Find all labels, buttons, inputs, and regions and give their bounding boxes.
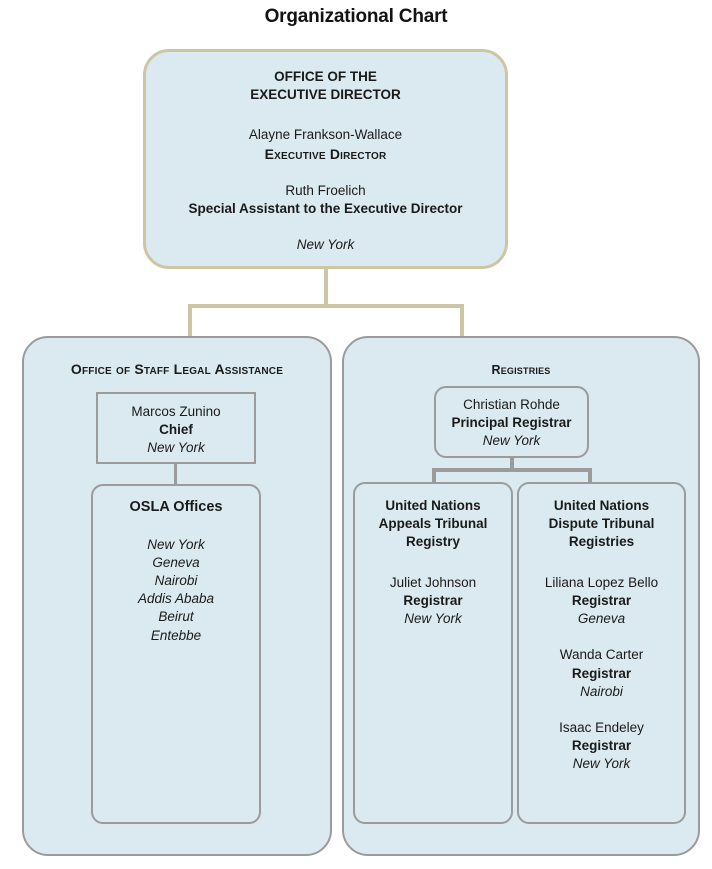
connector-osla-chief-to-offices	[174, 464, 177, 484]
registries-heading: Registries	[491, 363, 551, 377]
node-office-of-executive-director[interactable]: OFFICE OF THE EXECUTIVE DIRECTOR Alayne …	[143, 49, 508, 269]
osla-office-item: Nairobi	[154, 573, 198, 588]
unat-title-line1: United Nations	[385, 498, 481, 513]
unat-title-line2: Appeals Tribunal	[378, 516, 488, 532]
undt-person-role: Registrar	[571, 592, 632, 608]
root-location: New York	[296, 236, 355, 252]
root-person-0: Alayne Frankson-Wallace Executive Direct…	[154, 126, 497, 163]
undt-person: Liliana Lopez Bello Registrar Geneva	[519, 574, 684, 629]
osla-office-item: Entebbe	[150, 627, 202, 643]
unat-person-location: New York	[404, 611, 462, 627]
unat-title-line3: Registry	[405, 534, 461, 550]
root-heading-line2: EXECUTIVE DIRECTOR	[250, 87, 401, 103]
node-osla-chief[interactable]: Marcos Zunino Chief New York	[96, 392, 256, 464]
root-person-1: Ruth Froelich Special Assistant to the E…	[154, 182, 497, 218]
root-person-0-role: Executive Director	[264, 145, 387, 162]
osla-chief-role: Chief	[159, 422, 193, 438]
undt-title-line2: Dispute Tribunal	[548, 516, 655, 532]
principal-registrar-name: Christian Rohde	[463, 397, 560, 412]
undt-title-line3: Registries	[568, 534, 635, 550]
osla-office-item: New York	[147, 536, 205, 552]
unat-person-name: Juliet Johnson	[389, 574, 477, 590]
osla-office-item: Geneva	[152, 554, 200, 570]
undt-person-role: Registrar	[571, 665, 632, 681]
node-osla-offices[interactable]: OSLA Offices New York Geneva Nairobi Add…	[91, 484, 261, 824]
osla-office-item: Addis Ababa	[137, 591, 215, 607]
unat-person-role: Registrar	[403, 592, 463, 608]
osla-chief-name: Marcos Zunino	[131, 404, 221, 419]
undt-person-location: Geneva	[577, 611, 626, 627]
connector-registries-to-undt	[588, 468, 592, 484]
node-principal-registrar[interactable]: Christian Rohde Principal Registrar New …	[434, 386, 589, 458]
connector-root-to-registries	[460, 304, 464, 339]
undt-title-line1: United Nations	[553, 498, 650, 513]
osla-heading: Office of Staff Legal Assistance	[70, 361, 284, 377]
undt-person-location: New York	[572, 756, 631, 772]
principal-registrar-location: New York	[482, 433, 541, 449]
connector-registries-to-unat	[432, 468, 436, 484]
node-unat-registry[interactable]: United Nations Appeals Tribunal Registry…	[353, 482, 513, 824]
undt-person-role: Registrar	[571, 738, 632, 754]
undt-person-name: Liliana Lopez Bello	[544, 574, 659, 590]
undt-person-name: Isaac Endeley	[559, 719, 644, 735]
undt-person-name: Wanda Carter	[559, 647, 644, 663]
root-person-0-name: Alayne Frankson-Wallace	[248, 127, 403, 143]
undt-person: Wanda Carter Registrar Nairobi	[519, 646, 684, 701]
connector-registries-stem	[510, 458, 514, 470]
unat-person: Juliet Johnson Registrar New York	[355, 574, 511, 629]
root-person-1-name: Ruth Froelich	[285, 182, 366, 198]
principal-registrar-role: Principal Registrar	[451, 415, 572, 431]
osla-offices-title: OSLA Offices	[129, 499, 223, 515]
undt-person-location: Nairobi	[580, 683, 623, 699]
connector-root-to-osla	[188, 304, 192, 339]
osla-office-item: Beirut	[158, 609, 194, 625]
connector-root-bus	[188, 304, 464, 308]
osla-offices-list: New York Geneva Nairobi Addis Ababa Beir…	[93, 536, 259, 645]
undt-person: Isaac Endeley Registrar New York	[519, 719, 684, 774]
node-undt-registries[interactable]: United Nations Dispute Tribunal Registri…	[517, 482, 686, 824]
osla-chief-location: New York	[147, 440, 205, 456]
page-title: Organizational Chart	[264, 6, 448, 27]
root-heading-line1: OFFICE OF THE	[274, 69, 377, 84]
root-person-1-role: Special Assistant to the Executive Direc…	[188, 200, 463, 216]
connector-root-stem	[324, 268, 328, 307]
connector-registries-bus	[432, 468, 592, 472]
